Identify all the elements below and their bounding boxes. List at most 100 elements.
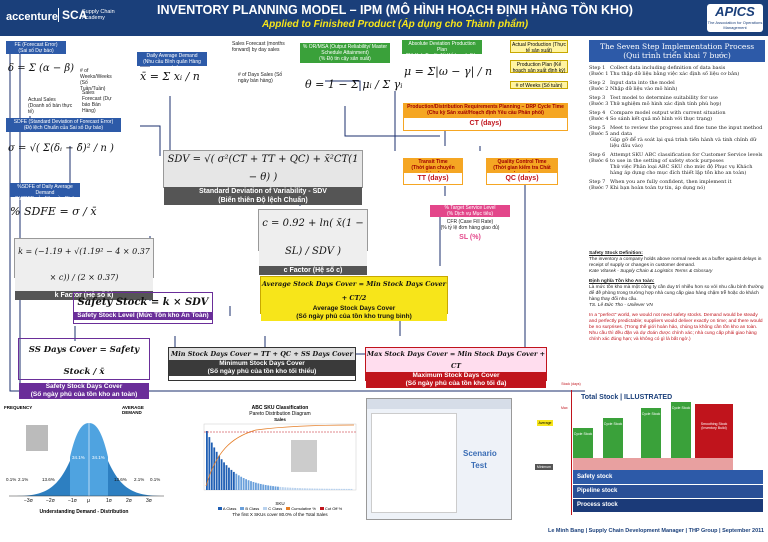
steps-title-vn: (Qui trình triển khai 7 bước): [623, 51, 731, 60]
theta-formula: θ = 1 − Σ μᵢ / Σ γᵢ: [305, 78, 403, 91]
sdv-label-vn: (Biến thiên Độ lệch Chuẩn): [164, 196, 362, 205]
pareto-title: ABC SKU Classification: [251, 405, 309, 411]
pareto-bar: [284, 487, 287, 490]
weeks-note: # of Weeks/Weeks (Số Tuần/Tuần): [80, 68, 112, 92]
step-text-vn: Thử việc Phân loại ABC SKU cho mức độ Ph…: [610, 164, 753, 176]
header-bar: [0, 0, 768, 36]
cycle-stock-4: Cycle Stock: [671, 402, 691, 458]
pct-sdfe-label: %SDFE of Daily Average Demand (%SDFE của…: [10, 183, 80, 208]
pareto-bar: [348, 488, 350, 490]
actual-production-note: Actual Production (Thực tế sản xuất): [510, 40, 568, 54]
safety-stock-box: Safety Stock = k × SDV Safety Stock Leve…: [73, 292, 213, 324]
pareto-bar: [289, 487, 292, 490]
sca-logo-sub: Supply Chain Academy: [82, 9, 115, 21]
pareto-bar: [252, 481, 255, 490]
transit-time-label: Transit Time (Thời gian chuyển hàng): [403, 158, 463, 177]
spreadsheet-grid: [371, 413, 457, 513]
pareto-bar: [286, 487, 289, 490]
step-number: Step 2(Bước 2: [589, 80, 610, 92]
step-text-en: Compare model output with current situat…: [610, 110, 726, 116]
minimum-marker: Minimum: [535, 464, 553, 470]
pareto-bar: [296, 488, 299, 490]
weeks-count-note: # of Weeks (Số tuần): [510, 81, 568, 89]
pareto-legend-item: C Class: [263, 506, 282, 511]
step-number: Step 1(Bước 1: [589, 65, 610, 77]
sigma-tick: 2σ: [126, 498, 132, 504]
pct-sdfe-formula: % SDFE = σ / x̄: [10, 205, 97, 218]
abs-dev-label: Absolute Deviation Production Plan (Độ l…: [402, 40, 482, 65]
qc-time-label: Quality Control Time (Thời gian kiểm tra…: [486, 158, 558, 177]
sdfe-formula: σ = √( Σ(δᵢ − δ̄)² / n ): [8, 143, 114, 154]
definitions-panel: Safety Stock Definition: The inventory a…: [589, 251, 765, 343]
drp-label-vn: (Chu kỳ Sản xuất/Hoạch định Yêu cầu Phân…: [427, 110, 544, 116]
pareto-bar: [277, 486, 279, 490]
sl-pct: SL (%): [459, 234, 481, 241]
pareto-chart: ABC SKU Classification Pareto Distributi…: [196, 405, 364, 525]
distribution-title: Understanding Demand - Distribution: [39, 509, 129, 515]
step-number: Step 4(Bước 4: [589, 110, 610, 122]
max-cover-box: Max Stock Days Cover = Min Stock Days Co…: [365, 347, 547, 388]
process-stock-band: Process stock: [573, 499, 763, 512]
fe-label-vn: (Sai số Dự báo): [18, 48, 54, 54]
sigma-tick: μ: [87, 498, 90, 504]
qc-days: QC (days): [486, 172, 558, 185]
legend-text: A Class: [222, 506, 237, 511]
step-no-en: Step 4: [589, 110, 606, 116]
vn-definition-source: TS. Lê Đức Tho - Unilever VN: [589, 303, 653, 308]
pareto-portrait: [291, 440, 317, 472]
fe-label-text: FE (Forecast Error): [14, 42, 58, 48]
dad-formula: x̄ = Σ xᵢ / n: [140, 70, 200, 83]
pareto-bar: [343, 488, 345, 490]
pareto-bar: [262, 484, 265, 490]
ss-days-label: Safety Stock Days Cover: [19, 383, 149, 391]
pareto-bar: [301, 488, 304, 490]
pareto-bar: [274, 486, 277, 490]
pct-label: 13.6%: [114, 477, 127, 482]
ss-definition-text: The inventory a company holds above norm…: [589, 257, 762, 268]
pareto-bar: [215, 451, 218, 490]
pareto-bar: [235, 473, 238, 490]
pareto-cumulative-line: [205, 424, 355, 487]
service-level-box: % Target Service Level (% Dịch vụ Mục ti…: [430, 205, 510, 263]
avg-cover-label-vn: (Số ngày phủ của tồn kho trung bình): [261, 313, 447, 321]
pct-label: 2.1%: [134, 477, 145, 482]
seven-steps-panel: The Seven Step Implementation Process (Q…: [589, 40, 765, 248]
ss-days-label-vn: (Số ngày phủ của tồn kho an toàn): [19, 391, 149, 399]
dad-label: Daily Average Demand (Nhu cầu Bình quân …: [137, 52, 207, 71]
pareto-bar: [255, 482, 257, 490]
pct-labels: 0.1%2.1%13.6%34.1%34.1%13.6%2.1%0.1%: [4, 455, 164, 487]
step-text-en: When you are fully confident, then imple…: [610, 179, 732, 185]
max-marker: Max: [561, 406, 568, 410]
k-factor-box: k = (−1.19 + √(1.19² − 4 × 0.37 × c)) / …: [14, 238, 154, 300]
legend-swatch: [217, 507, 222, 510]
total-stock-panel: Total Stock | ILLUSTRATED Stock (days) M…: [519, 382, 765, 524]
legend-text: Cut Off %: [324, 506, 343, 511]
scenario-label: Scenario: [463, 449, 497, 458]
footer-credit: Le Minh Bang | Supply Chain Development …: [547, 528, 764, 534]
pareto-caption: The first X SKUs cover 80.0% of the Tota…: [232, 512, 328, 517]
cycle-stock-3: Cycle Stock: [641, 408, 661, 458]
steps-header: The Seven Step Implementation Process (Q…: [589, 40, 765, 62]
pareto-bar: [247, 480, 250, 490]
step-text-vn: Thử nghiệm mô hình xác định tính phù hợp…: [610, 101, 722, 107]
step-text-en: Test model to determine suitability for …: [610, 95, 718, 101]
pct-label: 34.1%: [72, 455, 85, 460]
frequency-label: FREQUENCY: [4, 405, 33, 410]
pareto-series-name: Sales: [274, 417, 286, 422]
avg-cover-label: Average Stock Days Cover: [261, 305, 447, 313]
sl-label-vn: (% Dịch vụ Mục tiêu): [446, 211, 494, 217]
step-text: Attempt SKU ABC classification for Custo…: [610, 152, 765, 176]
sl-label-text: % Target Service Level: [444, 205, 496, 211]
apics-logo: APICS The Association for Operations Man…: [707, 4, 763, 32]
page-subtitle: Applied to Finished Product (Áp dụng cho…: [261, 19, 529, 30]
avg-cover-formula: Average Stock Days Cover = Min Stock Day…: [261, 277, 447, 305]
step-number: Step 3(Bước 3: [589, 95, 610, 107]
pareto-bar: [223, 462, 225, 490]
pareto-bar: [321, 488, 323, 490]
pareto-legend-item: A Class: [217, 506, 237, 511]
